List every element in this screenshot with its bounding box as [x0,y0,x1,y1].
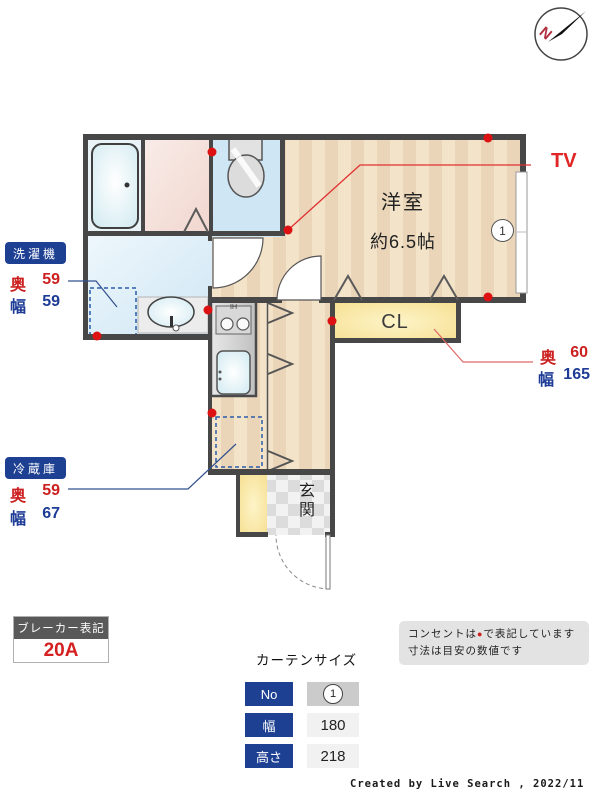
curtain-width-header: 幅 [245,713,293,737]
folding-door-icon [267,302,295,324]
breaker-box: ブレーカー表記 20A [13,616,109,663]
closet-folding-door-icon [429,274,459,301]
toilet-bowl [227,154,265,198]
folding-door-icon [267,353,295,375]
refrigerator-space [215,416,263,468]
closet-area [333,303,457,341]
bathtub-drain [124,182,130,188]
note-line1: コンセントは●で表記しています [408,628,576,640]
outlet-dot-glyph: ● [477,629,484,639]
folding-door-icon [183,206,209,233]
folding-door-icon [267,450,295,472]
compass-icon [534,7,588,61]
living-room-door [276,255,322,301]
legend-note: コンセントは●で表記しています 寸法は目安の数値です [399,621,589,665]
room-name: 洋室 [381,192,425,214]
curtain-width-value: 180 [307,713,359,737]
note-line2: 寸法は目安の数値です [408,645,523,657]
curtain-height-header: 高さ [245,744,293,768]
curtain-window-marker: 1 [491,219,514,242]
breaker-title: ブレーカー表記 [14,617,108,639]
curtain-size-title: カーテンサイズ [256,653,358,668]
entrance-door-leaf [325,534,331,590]
entrance-door-arc [275,534,331,590]
curtain-no-value: 1 [307,682,359,706]
circled-number: 1 [323,684,343,704]
washroom-door [212,237,264,289]
entrance-label: 玄関 [296,482,313,520]
washer-badge: 洗濯機 [5,242,66,264]
entrance-floor [267,475,333,535]
outlet-dots [92,133,493,418]
tv-label: TV [551,150,577,172]
credit-text: Created by Live Search , 2022/11 [350,778,585,790]
fridge-badge: 冷蔵庫 [5,457,66,479]
washbasin-faucet [170,316,173,327]
room-size: 約6.5帖 [369,232,437,252]
closet-leader-line [433,328,533,363]
curtain-no-header: No [245,682,293,706]
washer-leader-line [68,280,118,308]
fridge-leader-line [68,443,237,490]
bathtub [91,143,139,229]
tv-leader-line [287,164,531,231]
curtain-height-value: 218 [307,744,359,768]
closet-label: CL [381,310,409,333]
breaker-value: 20A [43,639,79,661]
closet-folding-door-icon [333,274,363,301]
shoe-cabinet [240,475,267,535]
stove-label: IH [230,304,237,311]
kitchen-sink [216,350,251,395]
washing-machine-space [89,287,137,337]
